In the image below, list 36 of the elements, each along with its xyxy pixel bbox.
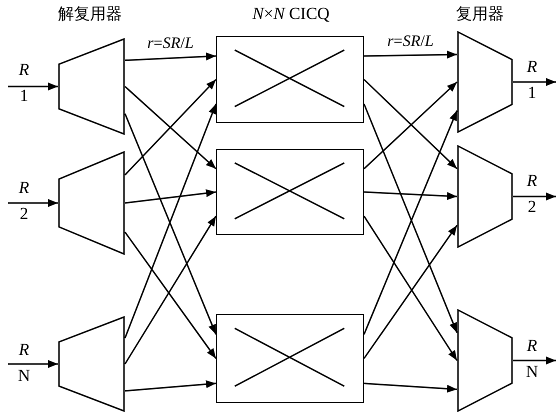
column-heading: 解复用器 [57,4,123,24]
crossbar-switch-box [216,314,364,403]
multiplexer-shape [457,145,513,248]
demultiplexer-shape [58,38,125,135]
arrow [124,52,216,62]
arrow [513,356,556,364]
rate-label: R [526,57,538,77]
rate-label: N [16,366,32,386]
crossbar-switch-box [216,149,364,235]
column-heading: 复用器 [455,4,505,24]
rate-label: 2 [526,197,538,217]
arrow [513,78,556,86]
rate-label: 1 [18,86,30,106]
arrow [124,380,216,392]
arrow [364,50,458,59]
multiplexer-shape [457,31,513,133]
rate-label: R [18,60,30,80]
arrow [513,192,556,200]
rate-label: R [18,340,30,360]
arrow [364,191,458,200]
crossbar-switch-box [216,36,364,123]
rate-label: R [526,171,538,191]
demultiplexer-shape [58,151,125,255]
arrow [8,82,58,90]
arrow [364,382,458,393]
arrow [8,199,58,207]
rate-label: 1 [526,83,538,103]
column-heading: N×N CICQ [251,4,331,24]
demultiplexer-shape [58,316,125,412]
rate-label: R [18,178,30,198]
rate-label: 2 [18,204,30,224]
arrow [124,189,216,204]
rate-label: R [526,336,538,356]
multiplexer-shape [457,309,513,412]
rate-label: N [524,362,540,382]
arrow [8,360,58,368]
